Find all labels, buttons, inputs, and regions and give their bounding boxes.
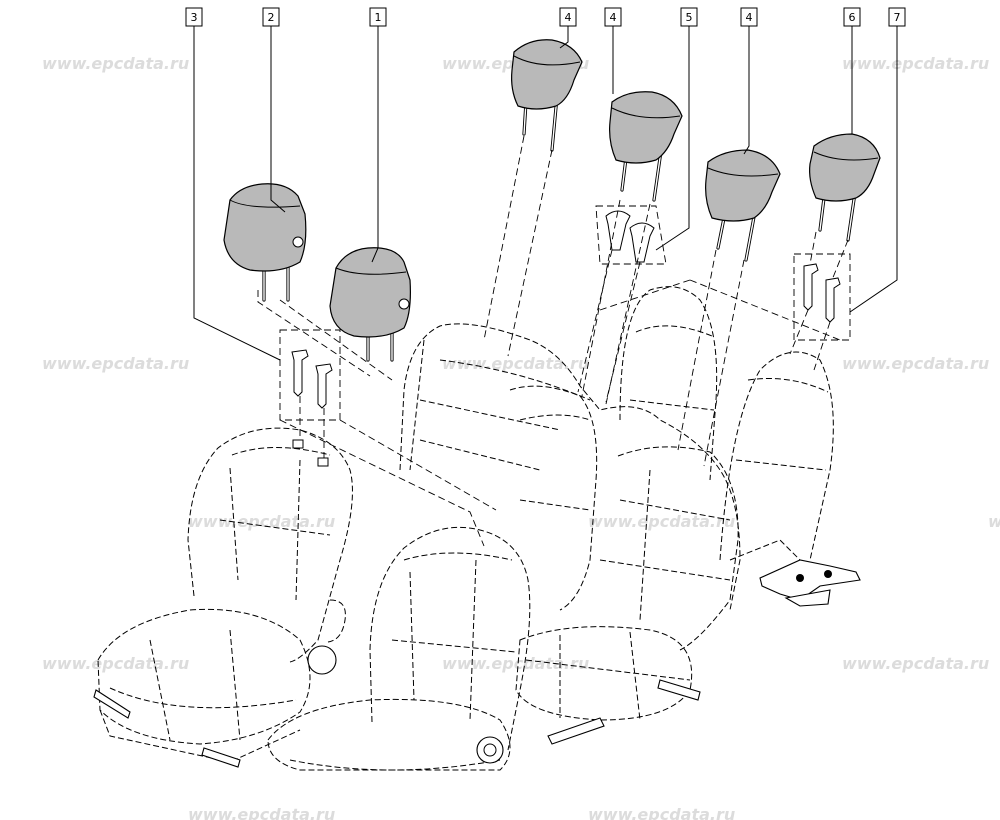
callout-6: 6	[843, 7, 861, 27]
rear-headrest-guides-right	[793, 253, 851, 341]
watermark-text: www.epcdata.ru	[188, 512, 335, 531]
watermark-layer: www.epcdata.ru www.epcdata.ru www.epcdat…	[42, 54, 1000, 820]
watermark-text: www.epcdata.ru	[442, 654, 589, 673]
callout-2-label: 2	[268, 11, 275, 24]
rear-headrest-1	[511, 39, 583, 152]
callout-4c: 4	[740, 7, 758, 27]
watermark-text: www.epcdata.ru	[188, 805, 335, 820]
front-right-seat	[267, 526, 531, 771]
watermark-text: www.epcdata.ru	[588, 512, 735, 531]
rear-headrest-3	[705, 149, 781, 262]
callout-7-label: 7	[894, 11, 901, 24]
callout-3-label: 3	[191, 11, 198, 24]
front-left-seat	[93, 427, 353, 768]
front-headrest-right	[329, 247, 411, 362]
assembly-lines	[257, 135, 849, 547]
callout-4b: 4	[604, 7, 622, 27]
watermark-text: www.epcdata.ru	[842, 654, 989, 673]
callout-1-label: 1	[375, 11, 382, 24]
callout-5-label: 5	[686, 11, 693, 24]
callout-4a-label: 4	[565, 11, 572, 24]
rear-headrest-2	[609, 91, 683, 202]
watermark-text: www.epcdata.ru	[42, 54, 189, 73]
watermark-text: www.epcdata.ru	[442, 354, 589, 373]
rear-bench	[399, 323, 741, 745]
callout-leaders	[193, 26, 898, 361]
rear-headrest-right	[809, 133, 881, 242]
watermark-text: www.epcdata.ru	[588, 805, 735, 820]
callout-4a: 4	[559, 7, 577, 27]
watermark-text: www.epcdata.ru	[842, 54, 989, 73]
callout-4b-label: 4	[610, 11, 617, 24]
watermark-text: www.epcdata.ru	[42, 354, 189, 373]
callout-2: 2	[262, 7, 280, 27]
callout-4c-label: 4	[746, 11, 753, 24]
watermark-text: www.epcdata.ru	[42, 654, 189, 673]
callout-6-label: 6	[849, 11, 856, 24]
callout-5: 5	[680, 7, 698, 27]
rear-right-seat	[619, 286, 861, 607]
watermark-text: www.epcdata.ru	[842, 354, 989, 373]
watermark-text: www.epcdata.ru	[988, 512, 1000, 531]
callout-7: 7	[888, 7, 906, 27]
rear-headrest-guides-left	[595, 205, 667, 265]
callout-3: 3	[185, 7, 203, 27]
front-headrest-left	[223, 183, 307, 302]
callout-1: 1	[369, 7, 387, 27]
